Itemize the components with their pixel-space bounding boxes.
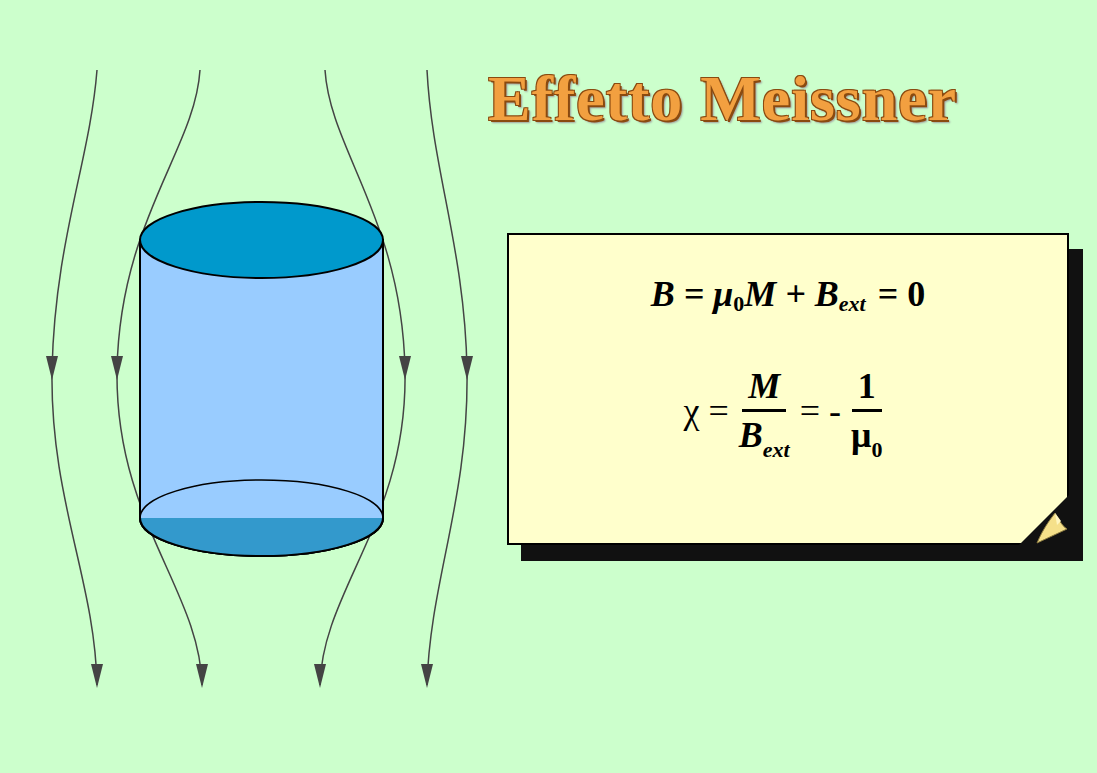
field-lines <box>52 70 467 685</box>
formula-text: B <box>739 414 763 456</box>
formula-text: μ <box>851 414 871 456</box>
formula-text: B = μ <box>651 273 734 315</box>
formula-row: B = μ0M + Bext = 0 <box>509 273 1067 315</box>
formula-text: 0 <box>733 291 744 317</box>
formula-row: χ =MBext= -1μ0 <box>509 365 1067 456</box>
formula-text: 0 <box>871 437 882 463</box>
formula-text: M + B <box>744 273 839 315</box>
title: Effetto Meissner <box>488 62 957 136</box>
formula-text: χ = <box>684 390 729 432</box>
formula-text: ext <box>763 437 790 463</box>
formula-text: 1 <box>858 365 876 407</box>
note-box: B = μ0M + Bext= 0χ =MBext= -1μ0 <box>507 233 1069 545</box>
formula-text: = - <box>800 390 841 432</box>
folded-corner <box>1009 485 1069 545</box>
formula-text: M <box>748 365 780 407</box>
formula-text: = 0 <box>878 273 926 315</box>
superconductor-cylinder <box>140 202 383 556</box>
formula-text: ext <box>839 291 866 317</box>
